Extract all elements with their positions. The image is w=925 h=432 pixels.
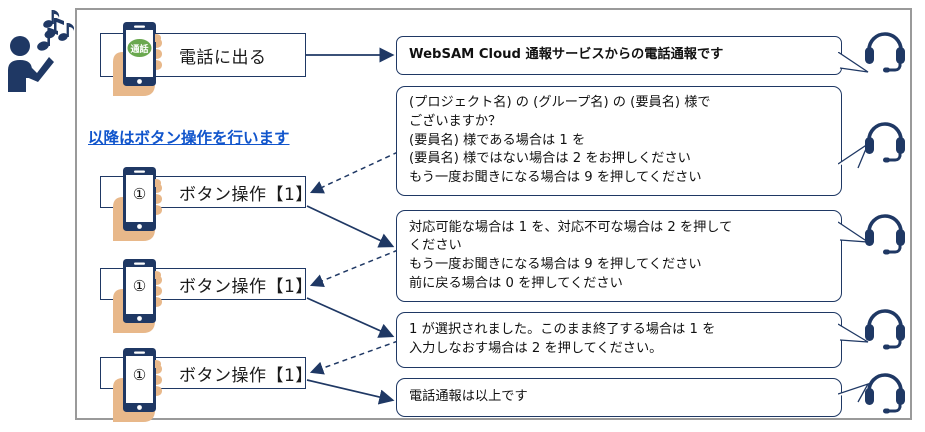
bubble-text: (プロジェクト名) の (グループ名) の (要員名) 様で ございますか？ (… <box>409 95 711 186</box>
speech-bubble-greeting: WebSAM Cloud 通報サービスからの電話通報です <box>396 36 842 75</box>
step-label: ボタン操作【1】 <box>179 276 313 297</box>
bubble-text: WebSAM Cloud 通報サービスからの電話通報です <box>409 47 724 63</box>
speech-bubble-identity-prompt: (プロジェクト名) の (グループ名) の (要員名) 様で ございますか？ (… <box>396 86 842 196</box>
bubble-text: 1 が選択されました。このまま終了する場合は 1 を 入力しなおす場合は 2 を… <box>409 322 716 356</box>
bubble-text: 対応可能な場合は 1 を、対応不可な場合は 2 を押して ください もう一度お聞… <box>409 219 733 291</box>
speech-bubble-end-of-call: 電話通報は以上です <box>396 378 842 417</box>
step-box-button-1a[interactable]: ボタン操作【1】 <box>100 176 312 208</box>
step-box-answer-call[interactable]: 電話に出る <box>100 33 306 77</box>
bubble-text: 電話通報は以上です <box>409 389 528 405</box>
button-operation-note: 以降はボタン操作を行います <box>88 129 290 147</box>
step-label: ボタン操作【1】 <box>179 184 313 205</box>
person-listening-icon <box>8 10 74 92</box>
speech-bubble-confirm-selection: 1 が選択されました。このまま終了する場合は 1 を 入力しなおす場合は 2 を… <box>396 312 842 368</box>
step-box-button-1b[interactable]: ボタン操作【1】 <box>100 268 312 300</box>
speech-bubble-availability-prompt: 対応可能な場合は 1 を、対応不可な場合は 2 を押して ください もう一度お聞… <box>396 210 842 302</box>
step-label: ボタン操作【1】 <box>179 365 313 386</box>
step-label: 電話に出る <box>179 47 267 68</box>
step-box-button-1c[interactable]: ボタン操作【1】 <box>100 357 312 389</box>
